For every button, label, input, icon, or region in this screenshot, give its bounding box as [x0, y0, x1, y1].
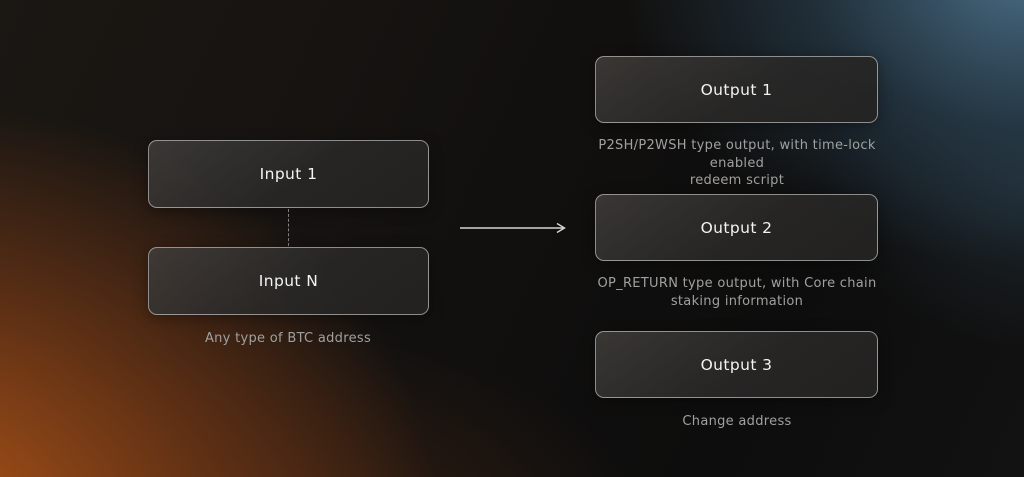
output-1-caption: P2SH/P2WSH type output, with time-lock e…: [577, 137, 897, 190]
input-1-node: Input 1: [148, 140, 429, 208]
output-1-label: Output 1: [700, 80, 773, 99]
output-1-caption-line-2: redeem script: [689, 173, 785, 188]
output-3-label: Output 3: [700, 355, 773, 374]
output-2-caption-line-1: OP_RETURN type output, with Core chain: [597, 276, 877, 291]
output-1-caption-line-1: P2SH/P2WSH type output, with time-lock e…: [598, 138, 876, 171]
output-3-caption-line-1: Change address: [682, 414, 792, 429]
output-3-node: Output 3: [595, 331, 878, 398]
input-n-label: Input N: [258, 272, 319, 290]
input-n-node: Input N: [148, 247, 429, 315]
output-1-node: Output 1: [595, 56, 878, 123]
output-2-node: Output 2: [595, 194, 878, 261]
output-2-caption: OP_RETURN type output, with Core chain s…: [587, 275, 887, 310]
right-arrow-icon: [460, 222, 566, 234]
input-1-label: Input 1: [259, 165, 318, 183]
inputs-caption: Any type of BTC address: [204, 331, 372, 346]
output-3-caption: Change address: [587, 413, 887, 431]
output-2-label: Output 2: [700, 218, 773, 237]
output-2-caption-line-2: staking information: [670, 293, 804, 309]
inputs-dashed-connector: [288, 209, 289, 246]
